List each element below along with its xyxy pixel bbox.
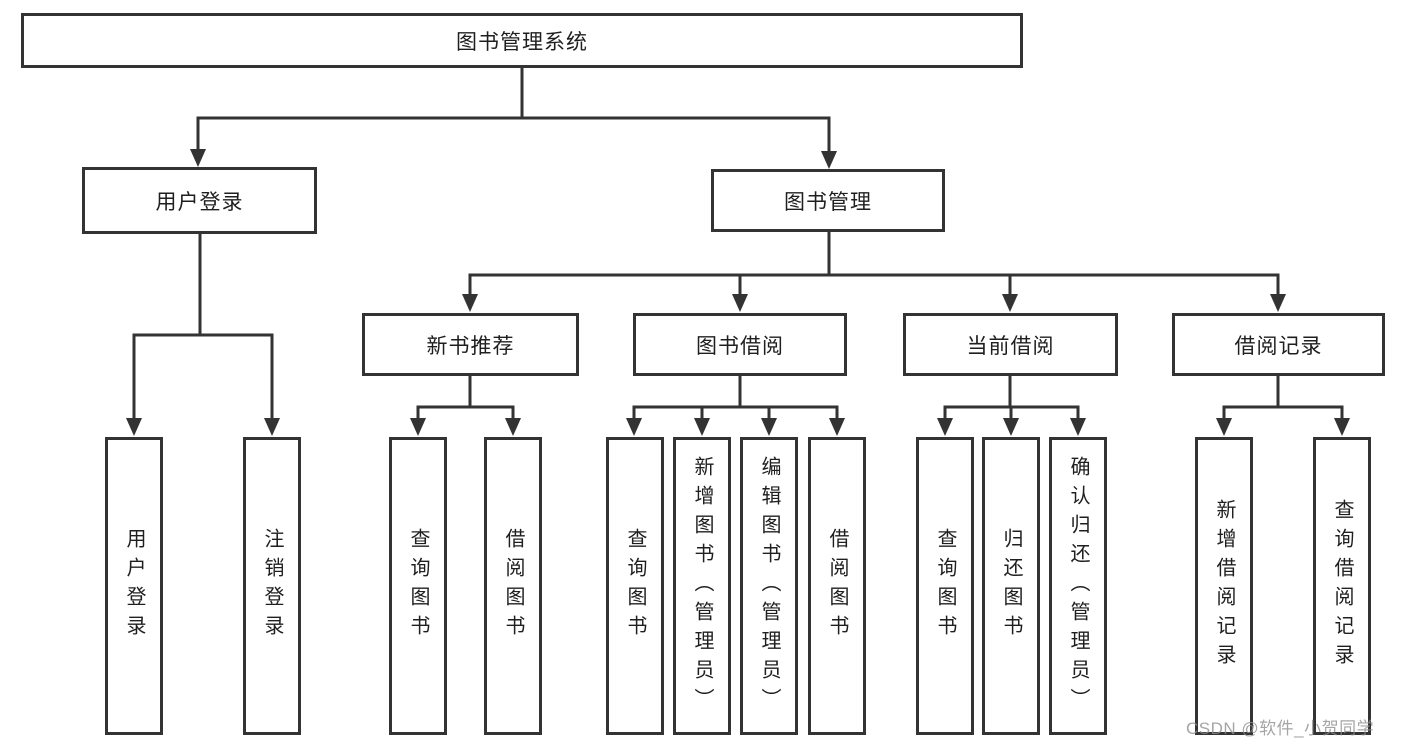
leaf-records-add-record: 新增借阅记录: [1195, 437, 1253, 735]
node-current-borrow: 当前借阅: [903, 313, 1118, 376]
leaf-borrow-borrow-books: 借阅图书: [808, 437, 866, 735]
leaf-user-login: 用户登录: [105, 437, 163, 735]
node-root-system: 图书管理系统: [21, 13, 1023, 68]
node-borrow-records: 借阅记录: [1172, 313, 1385, 376]
leaf-logout: 注销登录: [243, 437, 301, 735]
leaf-borrow-edit-books-admin: 编辑图书（管理员）: [740, 437, 798, 735]
leaf-current-confirm-return-admin: 确认归还（管理员）: [1049, 437, 1107, 735]
node-book-management: 图书管理: [711, 169, 945, 232]
leaf-recommend-query-books: 查询图书: [389, 437, 447, 735]
csdn-watermark: CSDN @软件_小贺同学: [1186, 719, 1375, 738]
leaf-recommend-borrow-books: 借阅图书: [484, 437, 542, 735]
leaf-borrow-query-books: 查询图书: [606, 437, 664, 735]
leaf-records-query-record: 查询借阅记录: [1313, 437, 1371, 735]
node-new-book-recommend: 新书推荐: [362, 313, 579, 376]
node-user-login: 用户登录: [82, 167, 317, 234]
node-book-borrow: 图书借阅: [633, 313, 847, 376]
leaf-current-return-books: 归还图书: [982, 437, 1040, 735]
leaf-current-query-books: 查询图书: [916, 437, 974, 735]
leaf-borrow-add-books-admin: 新增图书（管理员）: [673, 437, 731, 735]
